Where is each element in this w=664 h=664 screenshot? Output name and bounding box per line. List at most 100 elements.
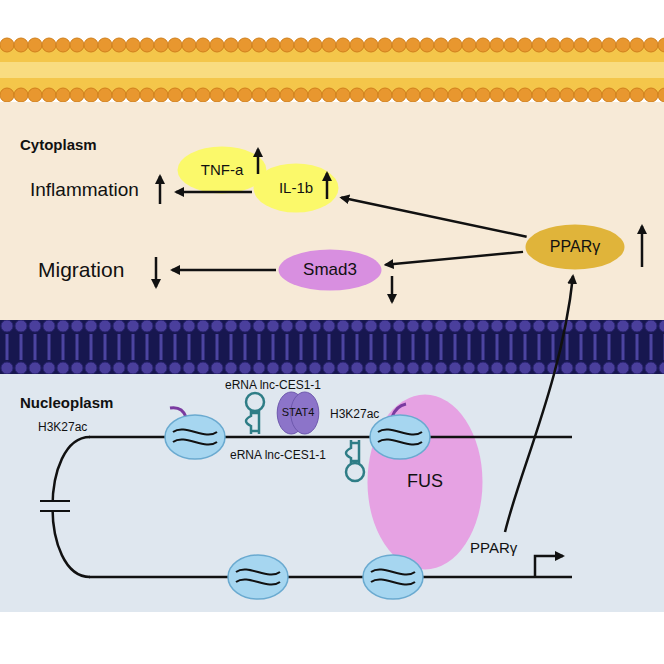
lipid-head (365, 320, 377, 332)
lipid-head (168, 88, 182, 102)
lipid-head (0, 38, 14, 52)
lipid-head (491, 362, 503, 374)
dna-wrap (173, 439, 217, 444)
lipid-tail (342, 334, 345, 360)
lipid-head (393, 320, 405, 332)
lipid-head (322, 88, 336, 102)
lipid-head (84, 38, 98, 52)
lipid-head (57, 362, 69, 374)
lipid-head (98, 38, 112, 52)
lipid-head (644, 88, 658, 102)
lipid-head (364, 38, 378, 52)
lipid-head (141, 320, 153, 332)
ellipse-fill (178, 147, 267, 194)
rna-label: eRNA lnc-CES1-1 (230, 445, 326, 463)
lipid-head (43, 320, 55, 332)
lipid-head (211, 362, 223, 374)
gene-label: PPARγ (470, 539, 517, 557)
lipid-head (574, 38, 588, 52)
lipid-head (29, 320, 41, 332)
lipid-head (113, 320, 125, 332)
lipid-head (477, 362, 489, 374)
lipid-tail (412, 334, 415, 360)
lipid-head (616, 38, 630, 52)
lipid-head (253, 320, 265, 332)
node-label: IL-1b (279, 179, 313, 197)
lipid-tail (566, 334, 569, 360)
break-gap (38, 501, 72, 511)
lipid-tail (482, 334, 485, 360)
lipid-tail (34, 334, 37, 360)
lipid-head (225, 362, 237, 374)
lipid-tail (538, 334, 541, 360)
lipid-head (560, 38, 574, 52)
lipid-head (476, 88, 490, 102)
nucleosome (370, 415, 430, 459)
node-label: TNF-a (201, 161, 244, 179)
lipid-head (126, 88, 140, 102)
rna-strand (351, 442, 359, 445)
region-fill (0, 102, 664, 320)
dna-strand (89, 576, 572, 579)
lipid-tail (244, 334, 247, 360)
lipid-head (561, 362, 573, 374)
lipid-head (1, 362, 13, 374)
protein-ellipse: Smad3 (278, 249, 382, 291)
lipid-head (295, 320, 307, 332)
lipid-head (644, 38, 658, 52)
lipid-head (154, 38, 168, 52)
lipid-head (533, 362, 545, 374)
lipid-head (280, 38, 294, 52)
lipid-head (504, 38, 518, 52)
lipid-head (323, 320, 335, 332)
nucleosome (363, 555, 423, 599)
lipid-head (407, 320, 419, 332)
lipid-head (43, 362, 55, 374)
lipid-head (603, 320, 615, 332)
lipid-head (15, 362, 27, 374)
lipid-tail (370, 334, 373, 360)
lipid-head (462, 88, 476, 102)
lipid-head (379, 320, 391, 332)
lipid-head (154, 88, 168, 102)
effect-arrow (176, 191, 252, 194)
lipid-tail (636, 334, 639, 360)
lipid-head (420, 88, 434, 102)
lipid-head (421, 320, 433, 332)
lipid-head (617, 362, 629, 374)
lipid-head (309, 362, 321, 374)
effect-label: Migration (38, 257, 124, 282)
lipid-tail (608, 334, 611, 360)
lipid-head (658, 38, 664, 52)
lipid-tail (258, 334, 261, 360)
lipid-head (393, 362, 405, 374)
cytoplasm-region: CytoplasmTNF-aIL-1bSmad3PPARγ (0, 102, 664, 320)
lipid-tail (230, 334, 233, 360)
dna-wrap (173, 429, 217, 434)
lipid-head (70, 88, 84, 102)
lipid-head (631, 320, 643, 332)
lipid-head (182, 38, 196, 52)
dimer-shape: STAT4 (272, 391, 324, 435)
lipid-head (505, 320, 517, 332)
lipid-head (631, 362, 643, 374)
lipid-tail (398, 334, 401, 360)
lipid-head (351, 320, 363, 332)
lipid-head (519, 362, 531, 374)
dna-wrap (371, 579, 415, 584)
lipid-head (126, 38, 140, 52)
lipid-head (589, 362, 601, 374)
lipid-head (350, 38, 364, 52)
lipid-head (630, 88, 644, 102)
lipid-head (42, 38, 56, 52)
lipid-head (155, 362, 167, 374)
dna-wrap (378, 439, 422, 444)
rna-label: eRNA lnc-CES1-1 (225, 378, 321, 392)
node-outline (0, 102, 664, 320)
cytokine-ellipse: TNF-a (177, 146, 267, 194)
lipid-head (183, 320, 195, 332)
lipid-head (477, 320, 489, 332)
lipid-head (603, 362, 615, 374)
lipid-head (140, 38, 154, 52)
lipid-head (406, 88, 420, 102)
